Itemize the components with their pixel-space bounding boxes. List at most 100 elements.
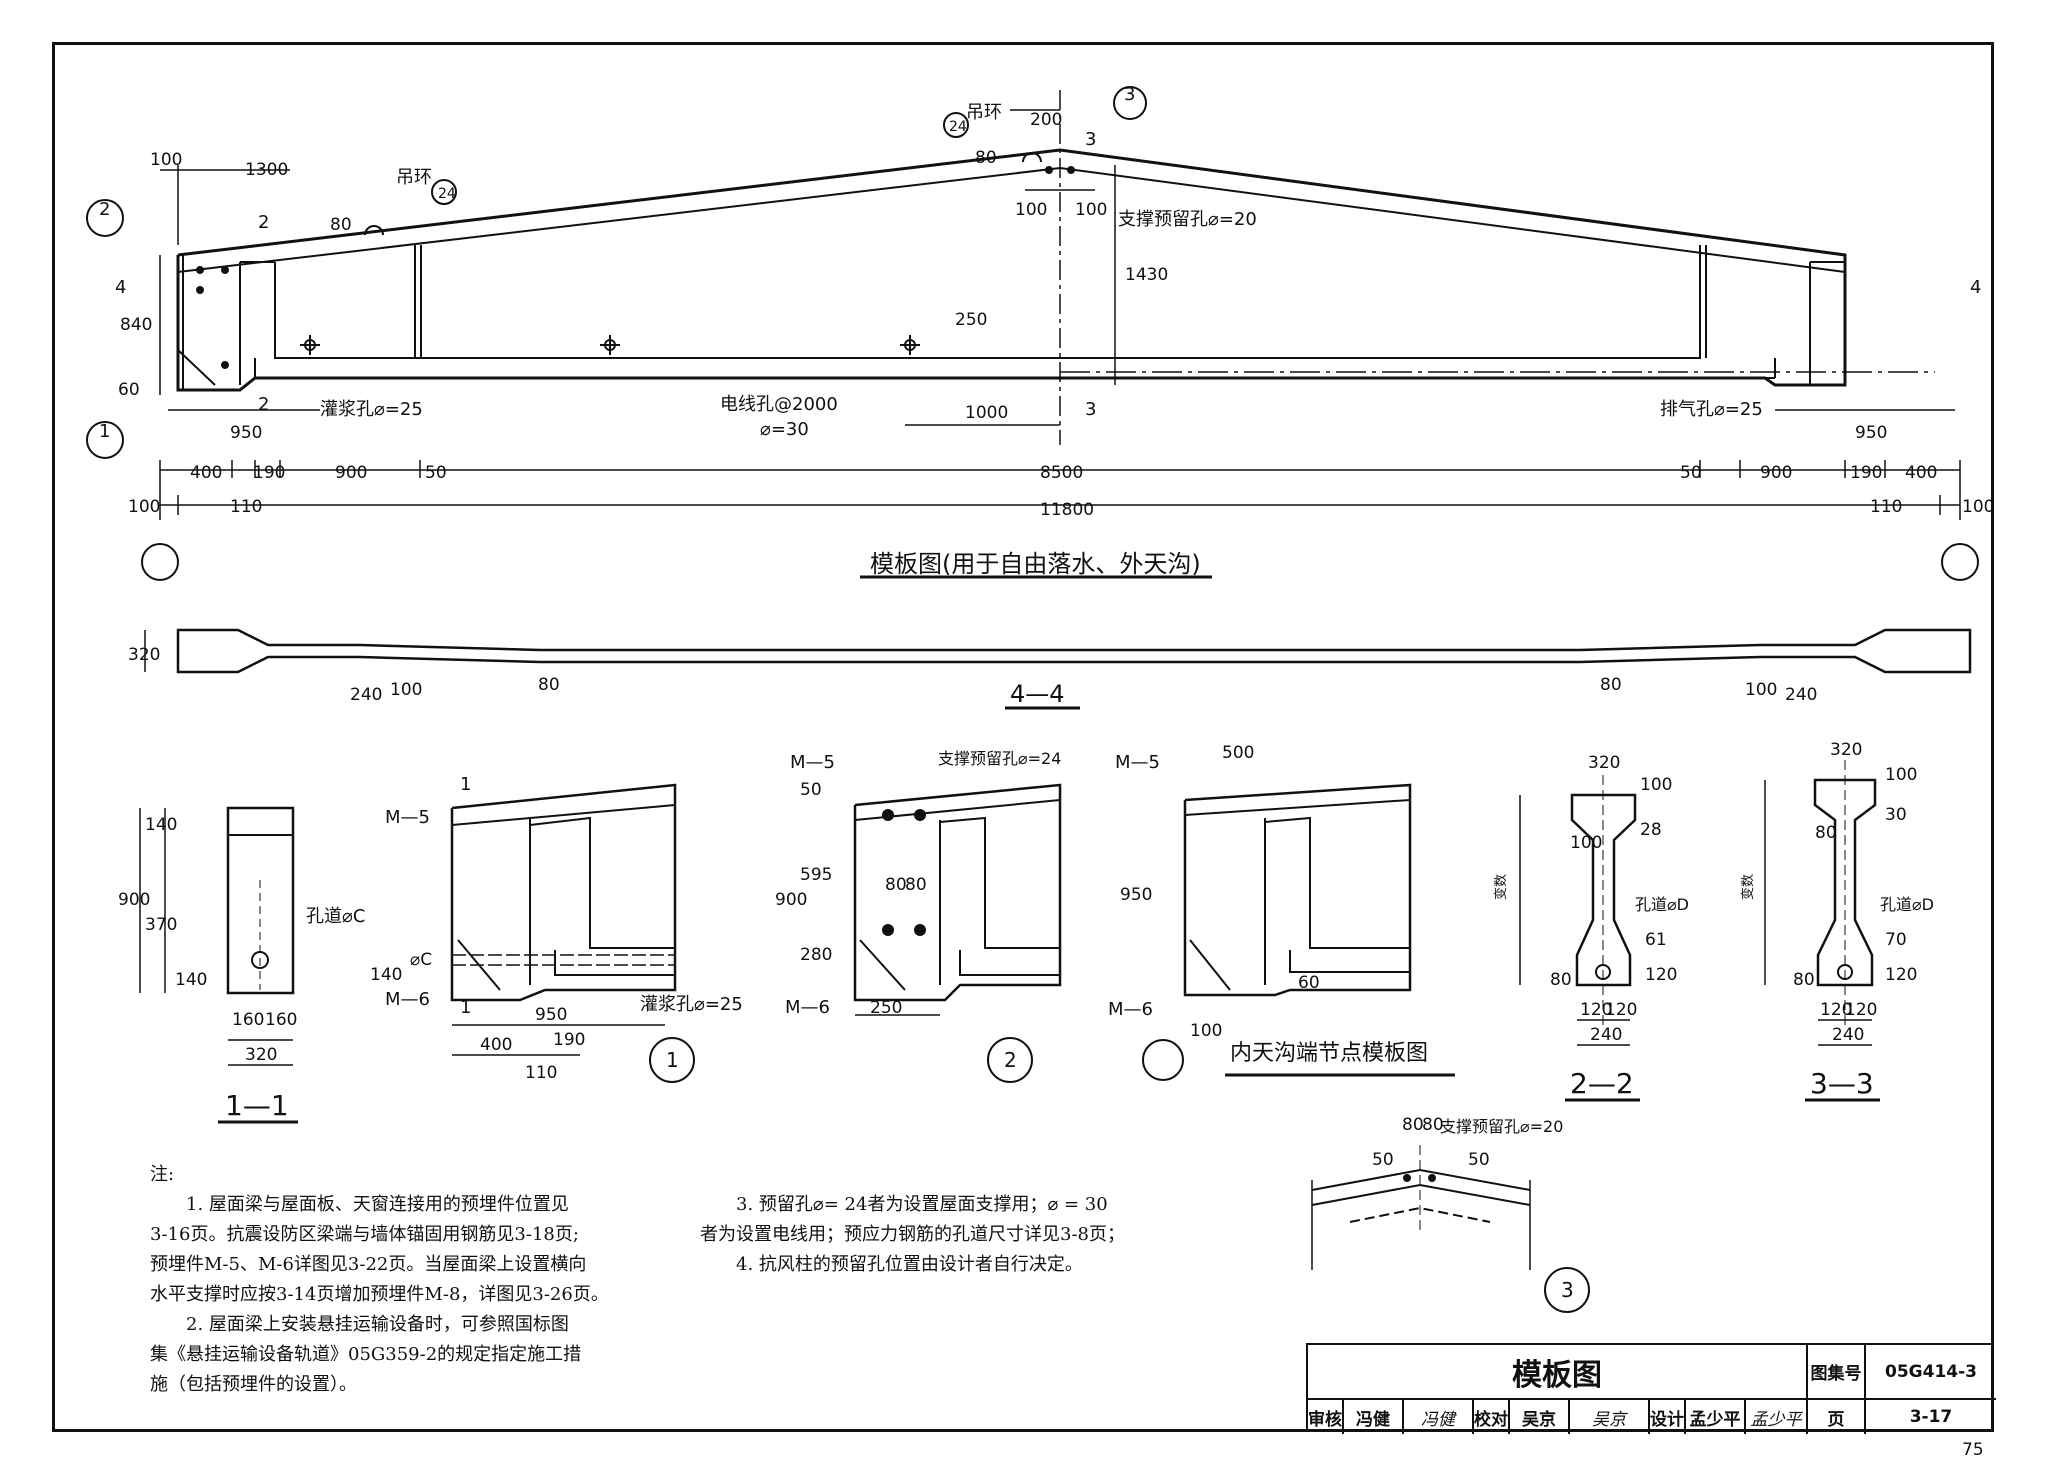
label-ref-24-left: 24 — [438, 186, 456, 202]
check-label: 校对 — [1474, 1400, 1510, 1434]
dim-250: 250 — [955, 310, 987, 330]
dim-120-s33: 120 — [1885, 965, 1917, 985]
dim-950-d1: 950 — [535, 1005, 567, 1025]
designer-signature: 孟少平 — [1746, 1400, 1808, 1434]
dim-950-left: 950 — [230, 423, 262, 443]
dim-30: 30 — [1885, 805, 1907, 825]
dim-60-gutter: 60 — [1298, 973, 1320, 993]
dim-80-s33: 80 — [1793, 970, 1815, 990]
dim-60: 60 — [118, 380, 140, 400]
dim-120-s22-l: 120 — [1580, 1000, 1612, 1020]
label-m5-d1: M—5 — [385, 807, 430, 828]
dim-900-left: 900 — [335, 463, 367, 483]
label-variable-s22: 变数 — [1493, 874, 1509, 900]
dim-80-s33-web: 80 — [1815, 823, 1837, 843]
label-wire-hole-2: ⌀=30 — [760, 419, 809, 440]
dim-240-s22: 240 — [1590, 1025, 1622, 1045]
callout-1-main: 1 — [99, 421, 110, 442]
dim-50-d2: 50 — [800, 780, 822, 800]
label-grout-hole-d1: 灌浆孔⌀=25 — [640, 994, 743, 1015]
dim-900-d2: 900 — [775, 890, 807, 910]
dim-80-s22: 80 — [1550, 970, 1572, 990]
label-m6-d1: M—6 — [385, 989, 430, 1010]
dim-1430: 1430 — [1125, 265, 1168, 285]
section-1-1 — [139, 806, 298, 1124]
section-3-3 — [1764, 760, 1880, 1102]
dim-400-d1: 400 — [480, 1035, 512, 1055]
label-duct-d-s22: 孔道⌀D — [1635, 895, 1689, 914]
note-1d: 水平支撑时应按3-14页增加预埋件M-8，详图见3-26页。 — [150, 1284, 609, 1305]
note-3b: 者为设置电线用；预应力钢筋的孔道尺寸详见3-8页； — [700, 1224, 1125, 1245]
dim-280: 280 — [800, 945, 832, 965]
dim-80-d2-b: 80 — [905, 875, 927, 895]
label-lifting-ring-left: 吊环 — [396, 167, 432, 188]
section-3-3-title: 3—3 — [1810, 1067, 1874, 1100]
dim-140-s11-bot: 140 — [175, 970, 207, 990]
dim-100-bl: 100 — [128, 497, 160, 517]
dim-900-right: 900 — [1760, 463, 1792, 483]
notes-heading: 注: — [150, 1164, 175, 1185]
callout-3-detail: 3 — [1561, 1278, 1574, 1302]
page-number: 75 — [1962, 1440, 1984, 1460]
sheet-border — [52, 42, 1994, 1432]
label-duct-d-s33: 孔道⌀D — [1880, 895, 1934, 914]
dim-400-right: 400 — [1905, 463, 1937, 483]
label-vent-hole: 排气孔⌀=25 — [1660, 399, 1763, 420]
section-mark-4-right: 4 — [1970, 277, 1981, 298]
dim-100-plan-r: 100 — [1745, 680, 1777, 700]
dim-100-left: 100 — [150, 150, 182, 170]
dim-50-right: 50 — [1680, 463, 1702, 483]
main-view-title: 模板图(用于自由落水、外天沟) — [870, 550, 1201, 578]
title-block: 模板图 图集号 05G414-3 审核 冯健 冯健 校对 吴京 吴京 设计 孟少… — [1306, 1343, 1996, 1434]
dim-950-gutter: 950 — [1120, 885, 1152, 905]
section-mark-3-bot: 3 — [1085, 399, 1096, 420]
dim-100-plan-l: 100 — [390, 680, 422, 700]
dim-840: 840 — [120, 315, 152, 335]
notes-right: 3. 预留孔⌀= 24者为设置屋面支撑用；⌀ = 30 者为设置电线用；预应力钢… — [700, 1190, 1200, 1280]
inner-gutter-detail — [1142, 783, 1455, 1081]
section-mark-4-left: 4 — [115, 277, 126, 298]
dim-80-d3-b: 80 — [1422, 1115, 1444, 1135]
label-bracing-hole-24: 支撑预留孔⌀=24 — [938, 749, 1061, 768]
note-2c: 施（包括预埋件的设置）。 — [150, 1374, 357, 1395]
section-2-2 — [1519, 775, 1640, 1102]
dim-160-r: 160 — [265, 1010, 297, 1030]
callout-3-main: 3 — [1124, 84, 1135, 105]
dim-320-s33: 320 — [1830, 740, 1862, 760]
dim-80-d3-a: 80 — [1402, 1115, 1424, 1135]
label-m5-d2: M—5 — [790, 752, 835, 773]
label-bracing-hole-20-d3: 支撑预留孔⌀=20 — [1440, 1117, 1563, 1136]
dim-11800: 11800 — [1040, 500, 1094, 520]
dim-190-right: 190 — [1850, 463, 1882, 483]
section-mark-3-top: 3 — [1085, 129, 1096, 150]
dim-160-l: 160 — [232, 1010, 264, 1030]
label-m6-d2: M—6 — [785, 997, 830, 1018]
section-mark-1-top: 1 — [460, 774, 471, 795]
page-value: 3-17 — [1909, 1407, 1953, 1427]
dim-190-left: 190 — [253, 463, 285, 483]
dim-100-s33: 100 — [1885, 765, 1917, 785]
checker-name: 吴京 — [1510, 1400, 1570, 1434]
section-1-1-title: 1—1 — [225, 1089, 289, 1122]
dim-80-top: 80 — [975, 148, 997, 168]
page-label: 页 — [1808, 1400, 1866, 1434]
dim-370-s11: 370 — [145, 915, 177, 935]
detail-3 — [1311, 1145, 1590, 1313]
detail-1 — [450, 783, 695, 1083]
dim-320-s11: 320 — [245, 1045, 277, 1065]
dim-240-l: 240 — [350, 685, 382, 705]
dim-100-s22-top: 100 — [1640, 775, 1672, 795]
inner-gutter-title: 内天沟端节点模板图 — [1230, 1041, 1428, 1066]
dim-110-left: 110 — [230, 497, 262, 517]
dim-120-s33-r: 120 — [1845, 1000, 1877, 1020]
dim-320-s22: 320 — [1588, 753, 1620, 773]
dim-80-left: 80 — [330, 215, 352, 235]
dim-100-crown-r: 100 — [1075, 200, 1107, 220]
dim-110-right: 110 — [1870, 497, 1902, 517]
note-3a: 3. 预留孔⌀= 24者为设置屋面支撑用；⌀ = 30 — [736, 1194, 1108, 1215]
label-bracing-hole-20: 支撑预留孔⌀=20 — [1118, 209, 1257, 230]
callout-1-detail: 1 — [666, 1048, 679, 1072]
section-mark-2-bot: 2 — [258, 394, 269, 415]
dim-190-d1: 190 — [553, 1030, 585, 1050]
